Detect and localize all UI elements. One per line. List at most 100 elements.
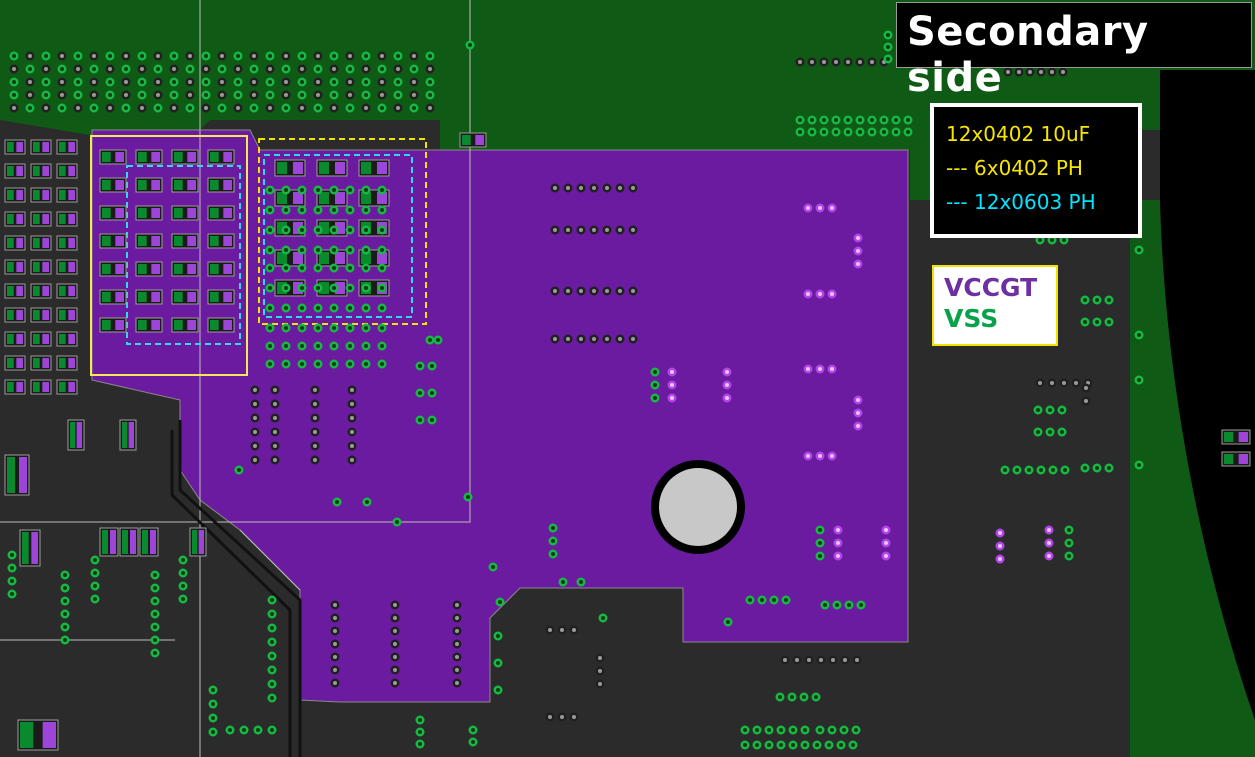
via-drill [1017,70,1021,74]
via-drill [124,106,128,110]
via-drill [300,344,304,348]
via-drill [12,54,16,58]
via-drill [380,208,384,212]
via-drill [822,60,826,64]
via-drill [618,337,622,341]
via-drill [396,93,400,97]
via-drill [815,743,819,747]
via-drill [348,188,352,192]
via-drill [313,458,317,462]
via-drill [818,292,822,296]
via-drill [313,402,317,406]
via-drill [268,208,272,212]
via-drill [843,658,847,662]
via-drill [566,289,570,293]
via-drill [579,228,583,232]
via-drill [332,80,336,84]
via-drill [316,67,320,71]
via-drill [332,266,336,270]
capacitor [56,235,78,251]
via-drill [253,444,257,448]
via-drill [1084,399,1088,403]
via-drill [455,681,459,685]
via-drill [188,106,192,110]
via-drill [579,289,583,293]
via-drill [418,742,422,746]
via-drill [332,228,336,232]
via-drill [44,54,48,58]
via-drill [364,306,368,310]
vss-plane-right-edge [1130,200,1255,757]
via-drill [830,367,834,371]
capacitor [56,163,78,179]
via-drill [836,554,840,558]
via-drill [63,573,67,577]
via-drill [211,702,215,706]
via-drill [284,67,288,71]
via-drill [332,362,336,366]
via-drill [140,80,144,84]
via-drill [767,728,771,732]
via-drill [818,206,822,210]
via-drill [380,93,384,97]
via-drill [380,228,384,232]
via-drill [430,418,434,422]
via-drill [380,67,384,71]
via-drill [10,566,14,570]
via-drill [270,654,274,658]
via-drill [253,430,257,434]
via-drill [10,553,14,557]
via-drill [333,603,337,607]
via-drill [803,728,807,732]
capacitor [99,289,127,305]
capacitor [4,331,26,347]
via-drill [350,430,354,434]
via-drill [1067,554,1071,558]
capacitor [207,261,235,277]
via-drill [364,266,368,270]
cap-group-0402-10uf-outline [90,135,248,376]
via-drill [1047,541,1051,545]
capacitor [4,283,26,299]
via-drill [313,416,317,420]
via-drill [836,528,840,532]
via-drill [396,80,400,84]
via-drill [1047,528,1051,532]
via-drill [273,458,277,462]
via-drill [1051,468,1055,472]
cap-group-0603-ph-outline-left [126,165,241,345]
via-drill [268,266,272,270]
capacitor [207,317,235,333]
via-drill [906,118,910,122]
via-drill [284,228,288,232]
via-drill [284,286,288,290]
via-drill [455,655,459,659]
via-drill [566,337,570,341]
via-drill [858,118,862,122]
via-drill [601,616,605,620]
via-drill [252,54,256,58]
via-drill [313,444,317,448]
via-drill [856,398,860,402]
via-drill [181,558,185,562]
capacitor [30,331,52,347]
via-drill [350,388,354,392]
via-drill [831,658,835,662]
capacitor [207,177,235,193]
via-drill [755,728,759,732]
via-drill [412,80,416,84]
via-drill [455,603,459,607]
capacitor [56,259,78,275]
via-drill [220,54,224,58]
via-drill [428,106,432,110]
via-drill [156,54,160,58]
via-drill [300,93,304,97]
via-drill [284,248,288,252]
via-drill [44,106,48,110]
via-drill [268,286,272,290]
via-drill [1062,381,1066,385]
via-drill [760,598,764,602]
via-drill [859,603,863,607]
capacitor [30,307,52,323]
capacitor [358,159,390,177]
